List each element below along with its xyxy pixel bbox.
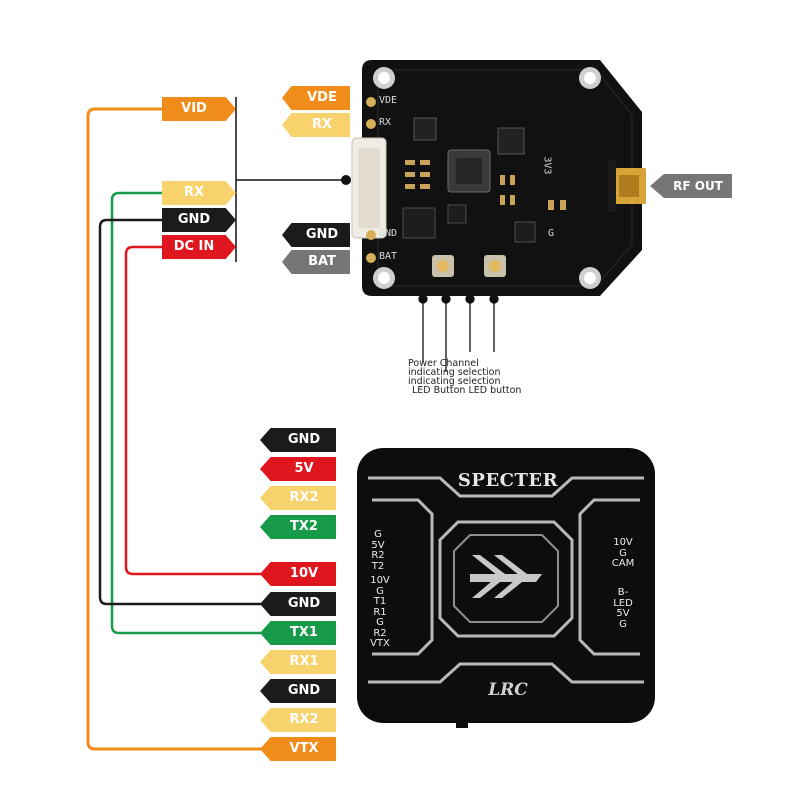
cam-pin-rx1: RX1 [260, 650, 336, 674]
silk-3v3: 3V3 [541, 156, 553, 175]
note-indicating-2: indicating selection [408, 376, 501, 387]
rf-out-arrow [650, 174, 732, 198]
specter-brand: SPECTER [457, 470, 559, 491]
specter-logo [470, 555, 542, 598]
note-indicating-1: indicating selection [408, 367, 501, 378]
silk-vde: VDE [379, 95, 398, 106]
wire-vid-vtx [86, 107, 290, 751]
cam-pin-rx2-2: RX2 [260, 708, 336, 732]
rf-out-label: RF OUT [673, 179, 723, 193]
tag-vid: VID [162, 97, 236, 121]
cam-pin-tx2: TX2 [260, 515, 336, 539]
silk-g: G [548, 228, 555, 239]
cam-pin-vtx: VTX [260, 737, 336, 761]
cam-pin-gnd-2: GND [260, 592, 336, 616]
specter-board [357, 448, 655, 728]
cam-pin-5v: 5V [260, 457, 336, 481]
cam-pin-gnd-3: GND [260, 679, 336, 703]
vtx-board [351, 60, 646, 296]
silk-gnd: GND [379, 228, 398, 239]
specter-lrc-logo: LRC [488, 680, 528, 700]
wire-dcin-10v [124, 245, 290, 576]
note-power-channel: Power Channel [408, 358, 479, 369]
note-led-buttons: LED Button LED button [412, 385, 522, 396]
wire-rx-tx1 [110, 191, 290, 635]
silk-rx: RX [379, 117, 392, 128]
wire-gnd-gnd [98, 218, 290, 606]
cam-pin-rx2-1: RX2 [260, 486, 336, 510]
cam-pin-10v: 10V [260, 562, 336, 586]
button-leaders [418, 294, 499, 372]
tag-gnd-right: GND [282, 223, 350, 247]
tag-bat: BAT [282, 250, 350, 274]
connector-dot [341, 175, 351, 185]
tag-dcin: DC IN [162, 235, 236, 259]
silk-bat: BAT [379, 251, 398, 262]
tag-vde: VDE [282, 86, 350, 110]
cam-pin-tx1: TX1 [260, 621, 336, 645]
tag-rx: RX [162, 181, 236, 205]
tag-gnd: GND [162, 208, 236, 232]
tag-rx-right: RX [282, 113, 350, 137]
cam-pin-gnd-1: GND [260, 428, 336, 452]
